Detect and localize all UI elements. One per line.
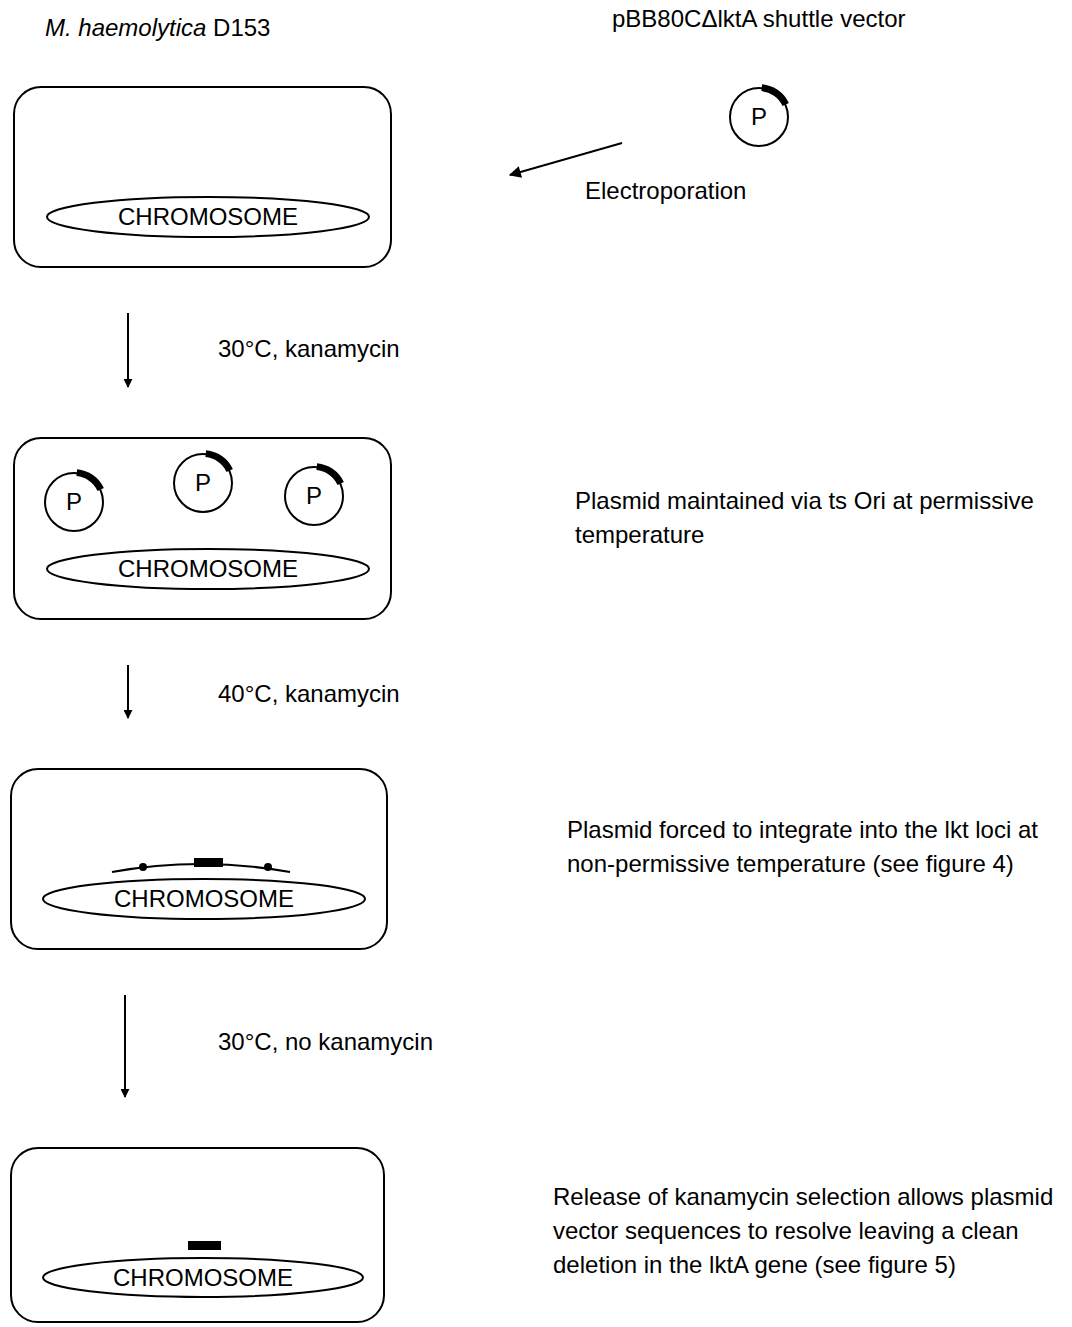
step-condition: 40°C, kanamycin (218, 677, 400, 711)
ellipse-line (47, 197, 369, 237)
arrow-connector (510, 143, 622, 175)
arrow-connector (124, 995, 126, 1097)
chromosome-ellipse: CHROMOSOME (42, 1257, 364, 1298)
insert-arc (761, 84, 788, 106)
plasmid-circle: P (173, 453, 233, 513)
plasmid-label: P (66, 485, 82, 519)
plasmid-circle: P (284, 466, 344, 526)
deletion-bar (188, 1241, 221, 1250)
insert-bar (194, 858, 223, 867)
step-note: Plasmid maintained via ts Ori at permiss… (575, 484, 1055, 552)
chromosome-ellipse: CHROMOSOME (46, 548, 370, 590)
plasmid-label: P (195, 466, 211, 500)
plasmid-label: P (306, 479, 322, 513)
ellipse-line (47, 549, 369, 589)
cell-box: M. haemolytica D153CHROMOSOME (13, 86, 392, 268)
chromosome-label: CHROMOSOME (114, 882, 294, 916)
step-condition: Electroporation (585, 174, 746, 208)
integrated-plasmid (112, 858, 290, 872)
step-condition: 30°C, no kanamycin (218, 1025, 433, 1059)
chromosome-ellipse: CHROMOSOME (46, 196, 370, 238)
cell-box: CHROMOSOME (10, 1147, 385, 1323)
vector-name: pBB80CΔlktA shuttle vector (612, 2, 906, 36)
cell-box: P P P CHROMOSOME (13, 437, 392, 620)
plasmid-circle: P (729, 87, 789, 147)
step-note: Plasmid forced to integrate into the lkt… (567, 813, 1072, 881)
insert-arc (205, 450, 232, 472)
crossover-dot (139, 863, 147, 871)
cell-box: CHROMOSOME (10, 768, 388, 950)
chromosome-label: CHROMOSOME (113, 1261, 293, 1295)
chromosome-label: CHROMOSOME (118, 200, 298, 234)
arrow-connector (127, 665, 129, 718)
ellipse-line (43, 879, 365, 919)
crossover-dot (264, 863, 272, 871)
plasmid-circle: P (44, 472, 104, 532)
plasmid-label: P (751, 100, 767, 134)
chromosome-ellipse: CHROMOSOME (42, 878, 366, 920)
step-note: Release of kanamycin selection allows pl… (553, 1180, 1068, 1282)
chromosome-label: CHROMOSOME (118, 552, 298, 586)
arrow-connector (127, 313, 129, 387)
ellipse-line (43, 1258, 363, 1297)
cell-heading: M. haemolytica D153 (45, 14, 270, 42)
step-condition: 30°C, kanamycin (218, 332, 400, 366)
insert-arc (316, 463, 343, 485)
insert-arc (76, 469, 103, 491)
